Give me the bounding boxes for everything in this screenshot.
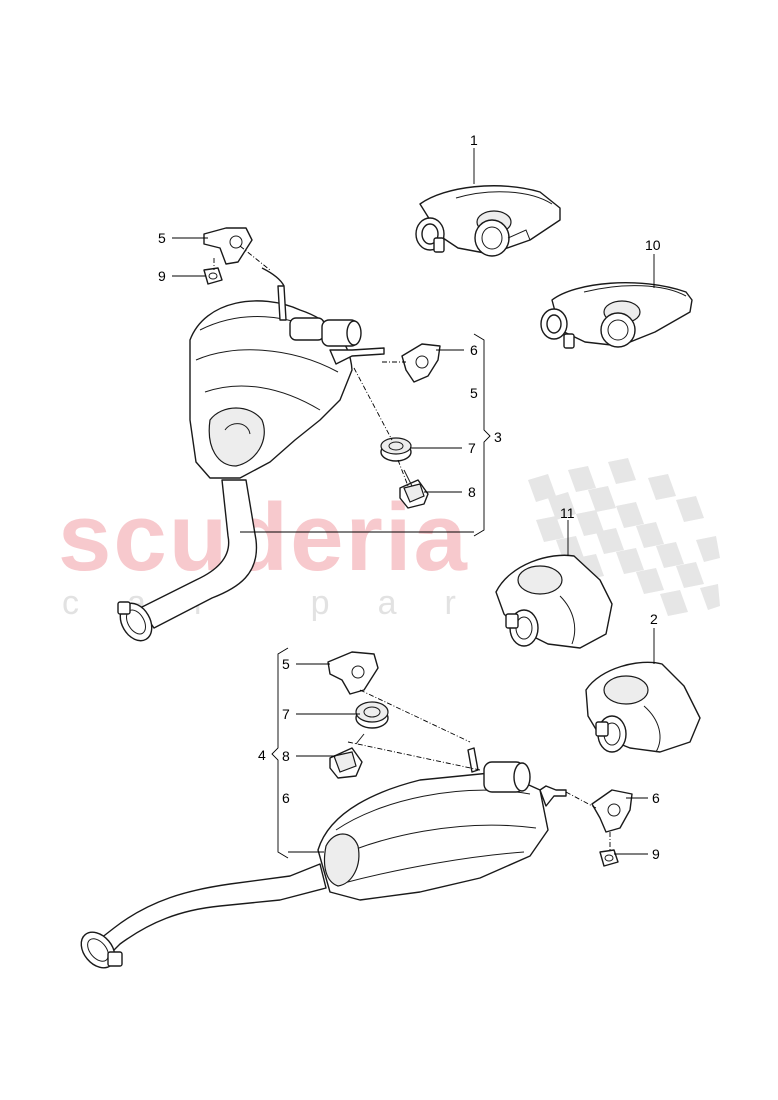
callout-upper-bracket-5: 5 <box>158 230 166 246</box>
callout-upper-nut-9: 9 <box>158 268 166 284</box>
upper-bracket-5 <box>203 227 253 265</box>
callout-tip-2: 2 <box>650 611 658 627</box>
callout-upper-group-3: 3 <box>494 429 502 445</box>
tailpipe-tip-11 <box>495 554 613 649</box>
upper-nut-9 <box>203 267 223 285</box>
callout-tip-1: 1 <box>470 132 478 148</box>
callout-tip-11: 11 <box>560 505 575 521</box>
callout-lower-bracket-6: 6 <box>652 790 660 806</box>
lower-grommet-7 <box>355 701 389 729</box>
assembly-lines <box>213 245 611 850</box>
upper-pipe <box>117 479 258 642</box>
callout-tip-10: 10 <box>645 237 661 253</box>
callout-upper-group-5: 5 <box>470 385 478 401</box>
watermark: scuderia car parts <box>58 458 720 622</box>
callout-lower-damper-8: 8 <box>282 748 290 764</box>
callout-lower-bracket-5: 5 <box>282 656 290 672</box>
lower-damper-8 <box>329 733 365 779</box>
upper-bracket-6 <box>401 343 441 383</box>
lower-nut-9 <box>599 849 619 867</box>
upper-grommet-7 <box>380 437 412 462</box>
lower-bracket-5 <box>327 651 379 695</box>
lower-bracket-6 <box>591 789 633 833</box>
tailpipe-tip-1 <box>415 185 561 257</box>
watermark-brand: scuderia <box>58 484 469 591</box>
callouts: 1 10 5 9 6 5 3 7 8 11 2 5 7 4 8 6 6 9 <box>158 132 661 862</box>
lower-pipe <box>80 863 327 969</box>
tailpipe-tip-2 <box>585 661 701 753</box>
callout-lower-group-4: 4 <box>258 747 266 763</box>
tailpipe-tip-10 <box>540 282 693 349</box>
lower-muffler <box>317 747 567 901</box>
callout-upper-grommet-7: 7 <box>468 440 476 456</box>
upper-damper-8 <box>399 469 429 509</box>
callout-lower-grommet-7: 7 <box>282 706 290 722</box>
upper-muffler <box>189 267 385 479</box>
callout-upper-damper-8: 8 <box>468 484 476 500</box>
callout-lower-nut-9: 9 <box>652 846 660 862</box>
leader-lines <box>172 148 655 859</box>
callout-upper-bracket-6: 6 <box>470 342 478 358</box>
callout-lower-group-6: 6 <box>282 790 290 806</box>
